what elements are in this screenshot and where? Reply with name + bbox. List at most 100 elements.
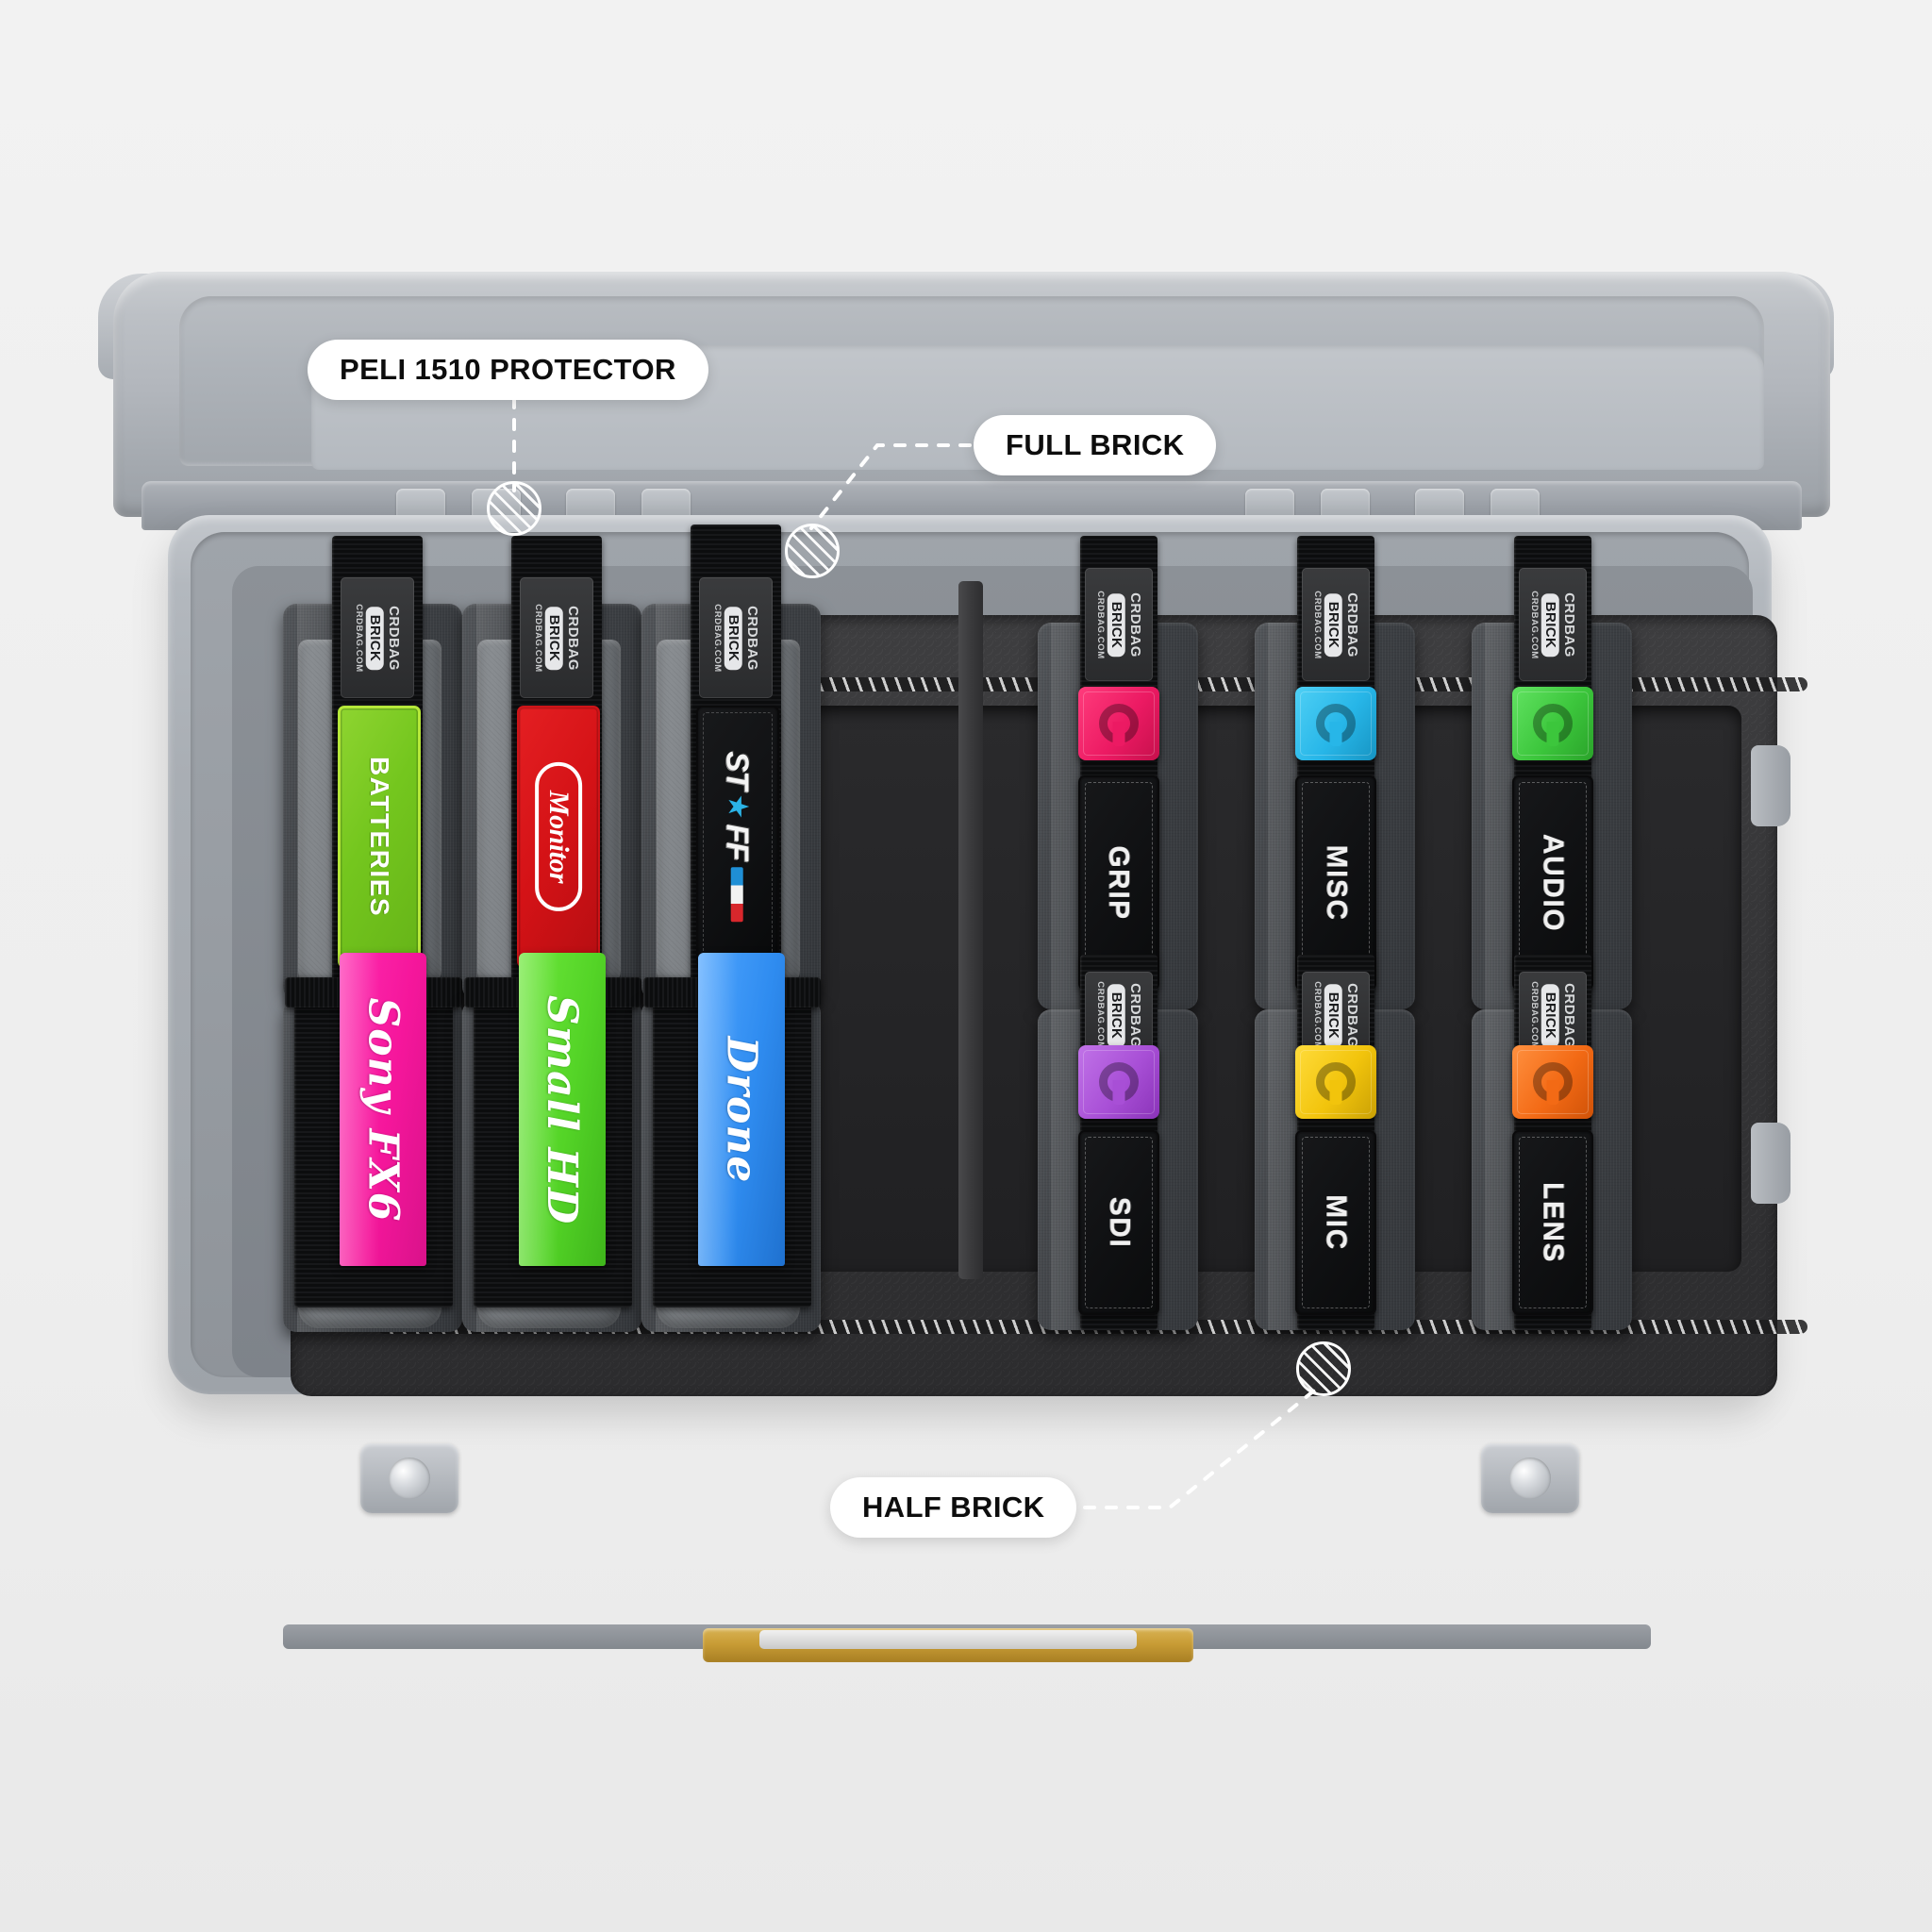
label-patch-lens[interactable]: LENS	[1512, 1130, 1593, 1315]
handwritten-label-small-hd[interactable]: Small HD	[519, 953, 606, 1266]
crdbag-product-text: BRICK	[1324, 983, 1342, 1047]
keyhole-icon	[1099, 1062, 1139, 1106]
keyhole-icon	[1099, 704, 1139, 747]
crdbag-brand-text: CRDBAG	[1126, 591, 1143, 658]
keyhole-notch	[1112, 722, 1125, 747]
crdbag-brick-tag: CRDBAG BRICK CRDBAG.COM	[341, 577, 414, 698]
crdbag-url-text: CRDBAG.COM	[1528, 980, 1540, 1050]
handwritten-label-sony-fx6[interactable]: Sony FX6	[340, 953, 426, 1266]
callout-peli-1510-protector[interactable]: PELI 1510 PROTECTOR	[308, 340, 708, 400]
crdbag-product-text: BRICK	[1541, 983, 1559, 1047]
crdbag-brand-text: CRDBAG	[1560, 591, 1577, 658]
tricolor-bar-icon	[731, 867, 744, 923]
latch-right[interactable]	[1481, 1443, 1579, 1513]
crdbag-brick-tag: CRDBAG BRICK CRDBAG.COM	[1519, 568, 1587, 681]
stuff-text-1: ST	[721, 751, 756, 790]
crdbag-brand-text: CRDBAG	[1343, 591, 1360, 658]
callout-half-brick[interactable]: HALF BRICK	[830, 1477, 1077, 1538]
patch-label-text: BATTERIES	[365, 756, 395, 918]
crdbag-brand-text: CRDBAG	[1126, 982, 1143, 1048]
patch-label-text: GRIP	[1103, 845, 1135, 921]
keyhole-notch	[1329, 722, 1342, 747]
crdbag-url-text: CRDBAG.COM	[1094, 590, 1106, 659]
patch-label-text: Monitor	[543, 790, 575, 884]
label-patch-monitor[interactable]: Monitor	[517, 706, 600, 968]
color-tab-mic[interactable]	[1295, 1045, 1376, 1119]
crdbag-product-text: BRICK	[1107, 592, 1125, 657]
keyhole-notch	[1546, 1080, 1559, 1106]
crdbag-product-text: BRICK	[365, 606, 384, 670]
patch-label-text: MIC	[1321, 1194, 1352, 1251]
crdbag-brand-text: CRDBAG	[1343, 982, 1360, 1048]
handwritten-text: Sony FX6	[358, 997, 408, 1222]
color-tab-sdi[interactable]	[1078, 1045, 1159, 1119]
keyhole-icon	[1316, 1062, 1356, 1106]
patch-label-text: SDI	[1103, 1196, 1135, 1249]
latch-knob-icon	[1509, 1457, 1551, 1499]
crdbag-url-text: CRDBAG.COM	[353, 603, 364, 673]
callout-label: PELI 1510 PROTECTOR	[340, 353, 676, 386]
crdbag-product-text: BRICK	[544, 606, 563, 670]
color-tab-lens[interactable]	[1512, 1045, 1593, 1119]
crdbag-brand-text: CRDBAG	[385, 605, 402, 671]
patch-label-text: AUDIO	[1538, 833, 1570, 933]
case-handle-grip	[759, 1630, 1137, 1649]
crdbag-brand-text: CRDBAG	[743, 605, 760, 671]
crdbag-url-text: CRDBAG.COM	[532, 603, 543, 673]
label-patch-sdi[interactable]: SDI	[1078, 1130, 1159, 1315]
handwritten-text: Drone	[717, 1036, 766, 1183]
callout-label: FULL BRICK	[1006, 428, 1185, 461]
handwritten-text: Small HD	[538, 994, 587, 1224]
crdbag-url-text: CRDBAG.COM	[711, 603, 723, 673]
crdbag-url-text: CRDBAG.COM	[1094, 980, 1106, 1050]
latch-knob-icon	[389, 1457, 430, 1499]
strip-sheen	[519, 953, 559, 1266]
foam-center-divider	[958, 581, 983, 1279]
keyhole-icon	[1533, 704, 1573, 747]
label-patch-mic[interactable]: MIC	[1295, 1130, 1376, 1315]
color-tab-grip[interactable]	[1078, 687, 1159, 760]
callout-label: HALF BRICK	[862, 1491, 1045, 1524]
keyhole-notch	[1329, 1080, 1342, 1106]
strip-sheen	[340, 953, 380, 1266]
crdbag-product-text: BRICK	[1541, 592, 1559, 657]
label-patch-batteries[interactable]: BATTERIES	[338, 706, 421, 968]
patch-label-text: MISC	[1321, 844, 1352, 922]
marker-half-brick	[1296, 1341, 1351, 1396]
crdbag-brick-tag: CRDBAG BRICK CRDBAG.COM	[1519, 972, 1587, 1058]
crdbag-brand-text: CRDBAG	[1560, 982, 1577, 1048]
crdbag-brick-tag: CRDBAG BRICK CRDBAG.COM	[1085, 568, 1153, 681]
crdbag-brick-tag: CRDBAG BRICK CRDBAG.COM	[1302, 972, 1370, 1058]
crdbag-product-text: BRICK	[1324, 592, 1342, 657]
marker-full-brick	[785, 524, 840, 578]
handwritten-label-drone[interactable]: Drone	[698, 953, 785, 1266]
crdbag-product-text: BRICK	[724, 606, 742, 670]
color-tab-misc[interactable]	[1295, 687, 1376, 760]
case-side-tab	[1751, 745, 1790, 826]
crdbag-brick-tag: CRDBAG BRICK CRDBAG.COM	[699, 577, 773, 698]
crdbag-url-text: CRDBAG.COM	[1311, 980, 1323, 1050]
keyhole-icon	[1533, 1062, 1573, 1106]
patch-label-text: LENS	[1538, 1181, 1570, 1264]
crdbag-product-text: BRICK	[1107, 983, 1125, 1047]
monitor-logo-oval: Monitor	[535, 761, 582, 912]
keyhole-notch	[1546, 722, 1559, 747]
label-patch-stuff[interactable]: ST ★ FF	[696, 706, 779, 968]
latch-left[interactable]	[360, 1443, 458, 1513]
keyhole-notch	[1112, 1080, 1125, 1106]
crdbag-brick-tag: CRDBAG BRICK CRDBAG.COM	[520, 577, 593, 698]
color-tab-audio[interactable]	[1512, 687, 1593, 760]
crdbag-brick-tag: CRDBAG BRICK CRDBAG.COM	[1085, 972, 1153, 1058]
crdbag-brand-text: CRDBAG	[564, 605, 581, 671]
crdbag-brick-tag: CRDBAG BRICK CRDBAG.COM	[1302, 568, 1370, 681]
crdbag-url-text: CRDBAG.COM	[1311, 590, 1323, 659]
case-side-tab	[1751, 1123, 1790, 1204]
marker-peli	[487, 481, 541, 536]
strip-sheen	[698, 953, 739, 1266]
stuff-text-2: FF	[721, 824, 756, 860]
keyhole-icon	[1316, 704, 1356, 747]
star-icon: ★	[723, 793, 754, 820]
callout-full-brick[interactable]: FULL BRICK	[974, 415, 1217, 475]
